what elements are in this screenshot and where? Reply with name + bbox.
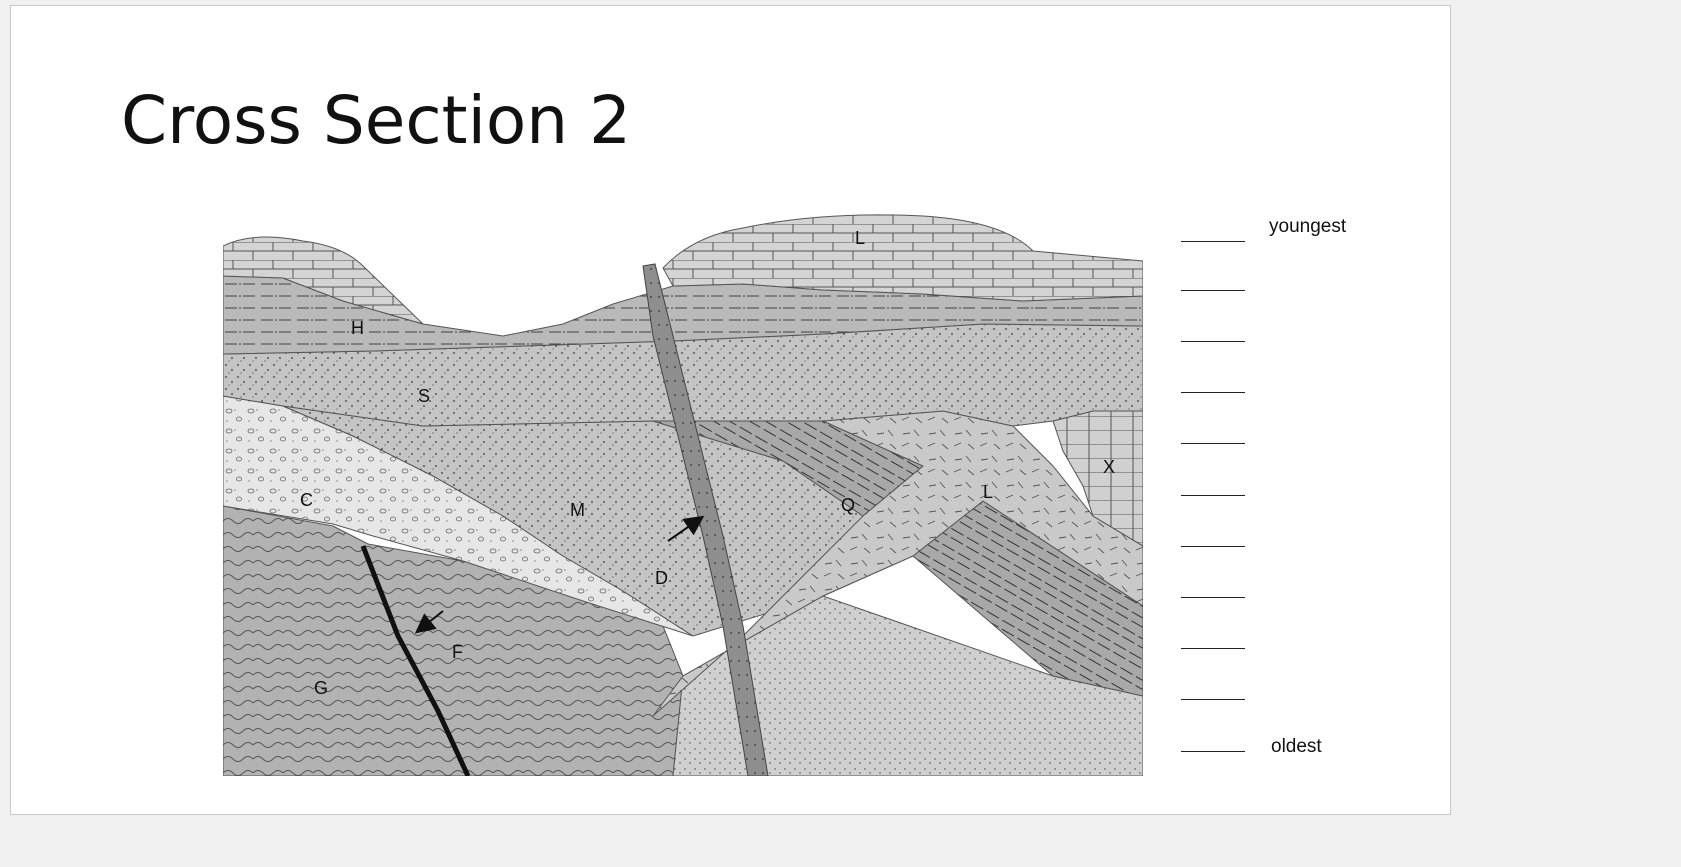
oldest-label: oldest [1271,736,1322,757]
blank-line-7[interactable] [1181,546,1245,547]
blank-line-3[interactable] [1181,341,1245,342]
blank-line-8[interactable] [1181,597,1245,598]
blank-line-10[interactable] [1181,699,1245,700]
blank-line-5[interactable] [1181,443,1245,444]
youngest-label: youngest [1269,216,1347,237]
slide-title: Cross Section 2 [121,82,632,159]
unit-l-top-region [662,214,1143,302]
cross-section-diagram: L H S C M Q L X D F G [223,206,1143,776]
blank-line-1[interactable] [1181,241,1245,242]
label-h: H [351,318,364,338]
label-s: S [418,386,430,406]
blank-line-11[interactable] [1181,751,1245,752]
cross-section-svg: L H S C M Q L X D F G [223,206,1143,776]
blank-line-4[interactable] [1181,392,1245,393]
arrow-d [667,515,705,542]
blank-line-2[interactable] [1181,290,1245,291]
label-c: C [300,490,313,510]
age-sequence-blanks: youngest oldest [1181,216,1411,788]
slide: Cross Section 2 [10,5,1451,815]
unit-l-intrusion-region [652,410,1143,717]
label-g: G [314,678,328,698]
fault-f [360,545,471,776]
label-l-top: L [855,228,865,248]
label-f: F [452,642,463,662]
unit-l-left-region [223,236,424,325]
label-d: D [655,568,668,588]
label-m: M [570,500,585,520]
arrow-f [414,610,444,634]
blank-line-6[interactable] [1181,495,1245,496]
label-l-intrusion: L [983,482,993,502]
blank-line-9[interactable] [1181,648,1245,649]
label-q: Q [841,495,855,515]
dike-d [642,263,769,776]
label-x: X [1103,457,1115,477]
